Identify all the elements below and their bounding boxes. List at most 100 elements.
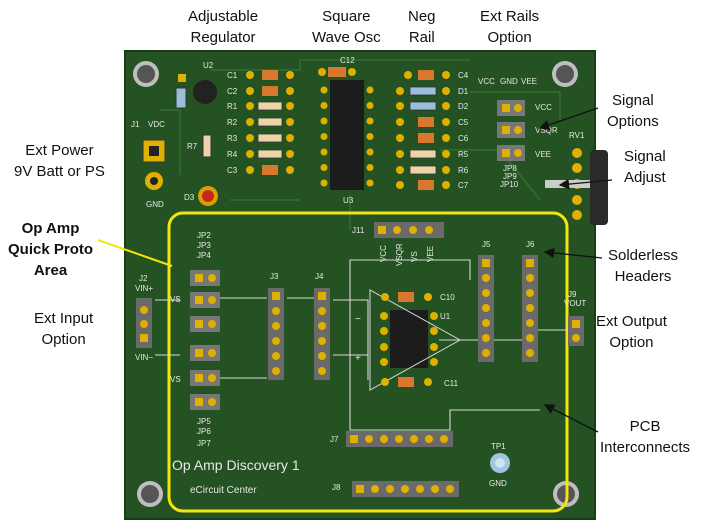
callout-line: Adjust: [624, 169, 666, 186]
label-u3: U3: [343, 196, 354, 205]
cap-c10: [381, 292, 432, 302]
component-c2: C2: [227, 86, 294, 96]
jumper: [190, 370, 220, 386]
arrow-solderless: [543, 247, 603, 259]
callout-line: Neg: [408, 8, 436, 25]
component-r1: R1: [227, 101, 294, 111]
arrow-signal-options: [538, 107, 599, 130]
label-j11-vs: VS: [410, 251, 419, 262]
label-c11: C11: [444, 379, 459, 388]
rail-header-pads: [497, 100, 525, 161]
label-plus: +: [355, 353, 361, 364]
label-d1: D1: [458, 87, 469, 96]
test-point-tp1: [490, 453, 510, 473]
jumper: [190, 394, 220, 410]
label-c3: C3: [227, 166, 238, 175]
component-r5: R5: [396, 149, 469, 159]
label-c10: C10: [440, 293, 455, 302]
label-jp4: JP4: [197, 251, 211, 260]
callout-op-amp-area: Op Amp Quick Proto Area: [8, 218, 93, 281]
callout-ext-power: Ext Power 9V Batt or PS: [14, 140, 105, 182]
label-rv1: RV1: [569, 131, 585, 140]
label-d2: D2: [458, 102, 469, 111]
component-c7: C7: [396, 180, 469, 190]
op-amp-area-pointer: [97, 239, 173, 267]
component-c1: C1: [227, 70, 294, 80]
horizontal-headers: [346, 431, 459, 497]
label-c1: C1: [227, 71, 238, 80]
callout-line: Signal: [612, 92, 654, 109]
label-j11-vcc: VCC: [379, 245, 388, 262]
label-jp6: JP6: [197, 427, 211, 436]
label-tp1: TP1: [491, 442, 506, 451]
horizontal-header: [346, 431, 453, 447]
ic-u1: [369, 289, 462, 391]
component-r2: R2: [227, 117, 294, 127]
arrow-signal-adjust: [558, 178, 613, 190]
label-c12: C12: [340, 56, 355, 65]
callout-arrows: [538, 107, 613, 433]
callout-line: PCB: [629, 418, 661, 435]
label-rail-vcc: VCC: [478, 77, 495, 86]
callout-line: Solderless: [608, 247, 679, 264]
led-d3: [198, 186, 218, 206]
jumper: [190, 316, 220, 332]
label-c5: C5: [458, 118, 469, 127]
callout-line: Options: [607, 113, 659, 130]
label-j9: J9: [568, 290, 577, 299]
vertical-header: [268, 288, 284, 380]
vertical-header: [522, 255, 538, 362]
label-jp3: JP3: [197, 241, 211, 250]
label-j8: J8: [332, 483, 341, 492]
component-c4: [404, 70, 450, 80]
horizontal-header: [352, 481, 459, 497]
callout-line: Headers: [614, 268, 672, 285]
label-c7: C7: [458, 181, 469, 190]
header-j11: [374, 222, 444, 238]
callout-adjustable-regulator: Adjustable Regulator: [188, 6, 258, 48]
callout-line: Option: [609, 334, 654, 351]
label-sig-vsqr: VSQR: [535, 126, 558, 135]
label-tp-gnd: GND: [489, 479, 507, 488]
label-vin-minus: VIN−: [135, 353, 153, 362]
label-sig-vee: VEE: [535, 150, 551, 159]
callout-line: Square: [322, 8, 371, 25]
jumper: [190, 270, 220, 286]
callout-signal-adjust: Signal Adjust: [624, 146, 666, 188]
label-u2: U2: [203, 61, 214, 70]
callout-line: Ext Power: [25, 142, 94, 159]
label-rail-vee: VEE: [521, 77, 537, 86]
label-rail-gnd: GND: [500, 77, 518, 86]
label-r7: R7: [187, 142, 198, 151]
callout-line: 9V Batt or PS: [14, 163, 105, 180]
label-vs-top: VS: [170, 295, 181, 304]
callout-line: Ext Rails: [480, 8, 540, 25]
cap-c12: [318, 67, 356, 77]
callout-line: Option: [41, 331, 86, 348]
jumper: [190, 292, 220, 308]
label-r1: R1: [227, 102, 238, 111]
callout-signal-options: Signal Options: [607, 90, 659, 132]
component-r6: R6: [396, 165, 469, 175]
callout-line: Area: [33, 262, 68, 279]
callout-pcb-interconnects: PCB Interconnects: [600, 416, 690, 458]
label-vs-bot: VS: [170, 375, 181, 384]
label-j6: J6: [526, 240, 535, 249]
vertical-header: [314, 288, 330, 380]
callout-line: Adjustable: [188, 8, 259, 25]
label-c6: C6: [458, 134, 469, 143]
component-c6: C6: [396, 133, 469, 143]
label-minus: −: [355, 314, 361, 325]
resistor-r7: [202, 134, 212, 158]
callout-line: Ext Output: [596, 313, 667, 330]
label-j11: J11: [352, 226, 365, 235]
header-j9: [568, 316, 584, 346]
callout-ext-rails-option: Ext Rails Option: [480, 6, 539, 48]
label-j4: J4: [315, 272, 324, 281]
callout-solderless-headers: Solderless Headers: [608, 245, 678, 287]
callout-line: Signal: [624, 148, 666, 165]
callout-line: Wave Osc: [312, 29, 381, 46]
